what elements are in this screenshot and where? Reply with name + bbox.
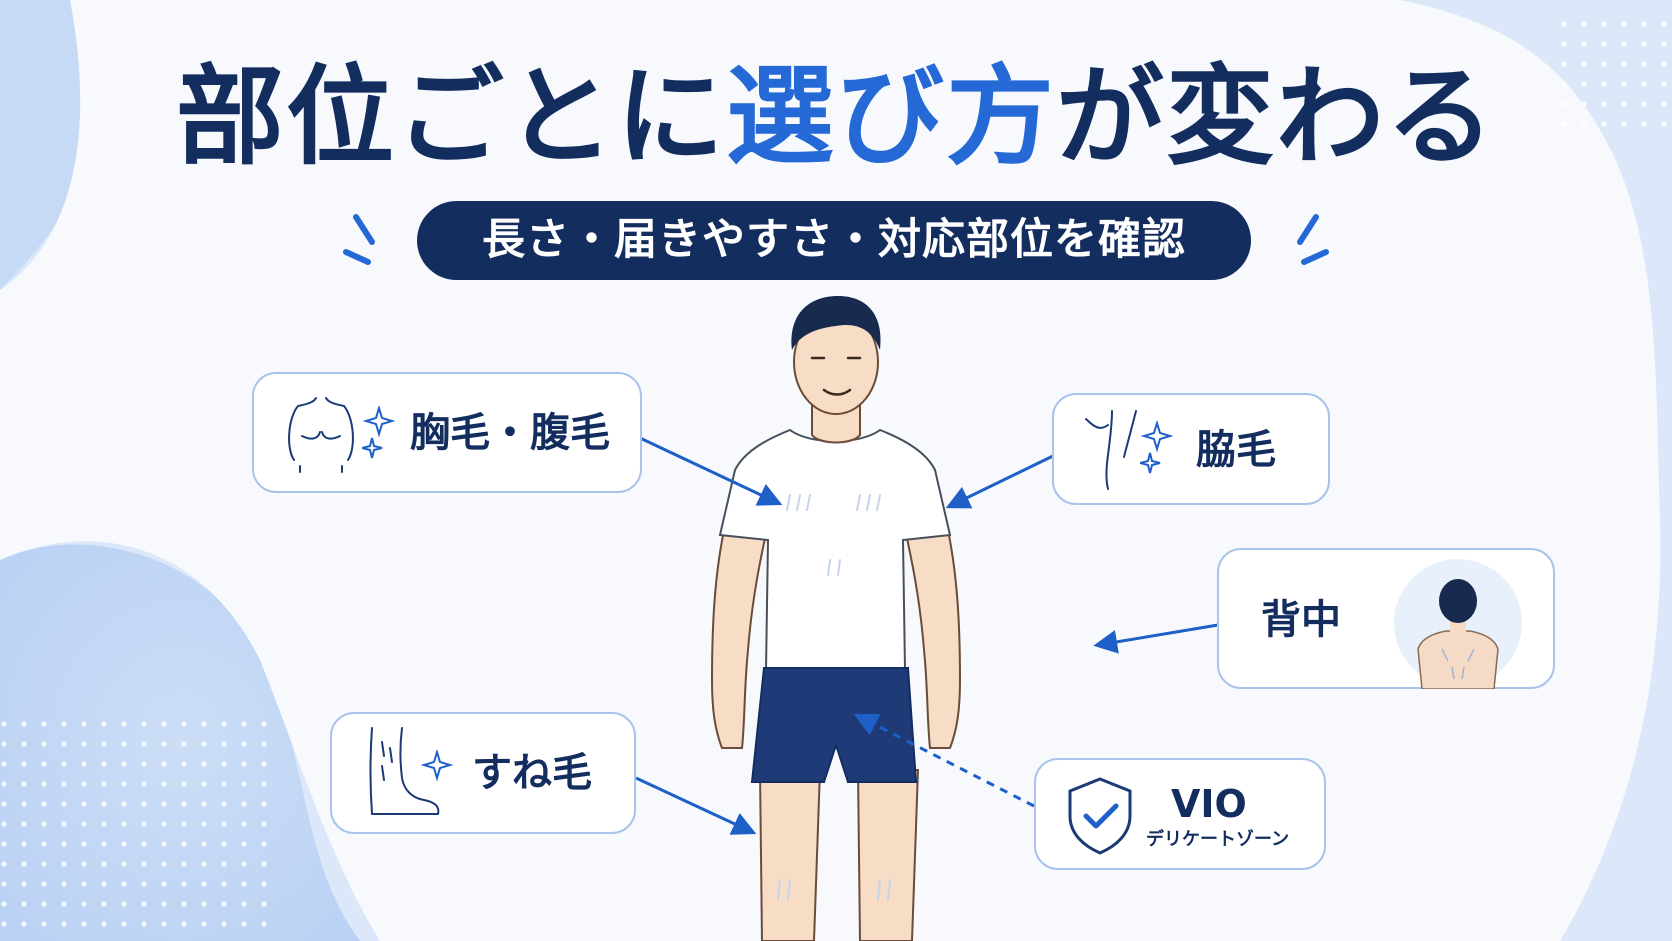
title-highlight: 選び方 (725, 55, 1056, 180)
chest-hair-marks (786, 494, 881, 576)
leg-outline-icon (369, 727, 440, 815)
back-person-icon (1394, 559, 1522, 689)
card-back-label: 背中 (1261, 597, 1341, 643)
leg-hair-marks (777, 879, 891, 901)
armpit-outline-icon (1085, 410, 1137, 490)
legs (758, 769, 920, 941)
hair (791, 296, 881, 350)
card-vio-label: VIO (1171, 782, 1247, 826)
accent-lines-right-icon (1297, 214, 1329, 265)
shield-check-icon (1068, 777, 1132, 855)
sparkle-icon (1140, 421, 1174, 474)
sparkle-icon (420, 750, 454, 782)
card-armpit-label: 脇毛 (1196, 427, 1276, 473)
chest-outline-icon (288, 397, 354, 473)
card-back: 背中 (1217, 548, 1555, 689)
card-vio: VIO デリケートゾーン (1034, 758, 1326, 870)
card-chest-label: 胸毛・腹毛 (410, 410, 610, 456)
shorts (750, 667, 918, 783)
subtitle-banner: 長さ・届きやすさ・対応部位を確認 (417, 201, 1251, 280)
title-part1: 部位ごとに (175, 55, 726, 180)
sparkle-icon (362, 406, 396, 459)
accent-lines-left-icon (343, 214, 375, 265)
title-part2: が変わる (1056, 55, 1497, 180)
card-chest-abdomen: 胸毛・腹毛 (252, 372, 642, 493)
card-shin: すね毛 (330, 712, 636, 834)
card-vio-sublabel: デリケートゾーン (1146, 829, 1290, 850)
card-armpit: 脇毛 (1052, 393, 1330, 505)
page-title: 部位ごとに選び方が変わる (0, 58, 1672, 178)
arms (710, 503, 962, 749)
card-shin-label: すね毛 (472, 750, 592, 796)
